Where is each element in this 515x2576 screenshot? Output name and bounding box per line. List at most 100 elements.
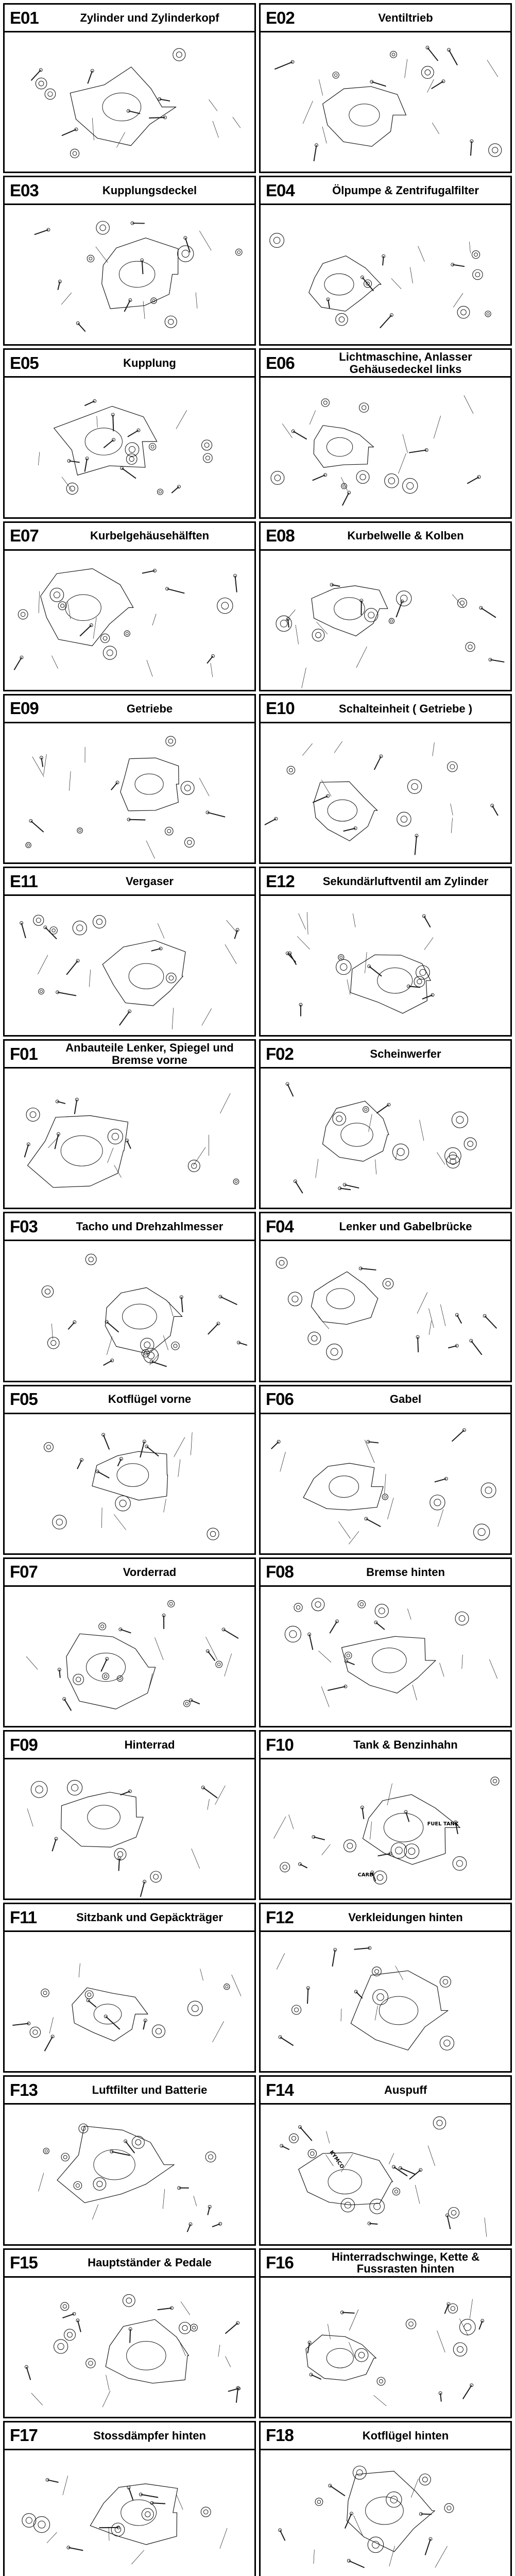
cell-code: F17 [10, 2426, 38, 2445]
exploded-parts-diagram [271, 1428, 496, 1545]
cell-code: E10 [266, 699, 295, 718]
cell-code: F10 [266, 1735, 294, 1754]
cell-title: Auspuff [384, 2083, 427, 2097]
cell-title: Hinterrad [124, 1738, 175, 1751]
cell-header: E06 Lichtmaschine, Anlasser Gehäusedeckel… [261, 350, 510, 378]
cell-code: E12 [266, 871, 295, 891]
exploded-parts-diagram [305, 2299, 485, 2406]
exploded-parts-diagram [264, 741, 499, 855]
exploded-parts-diagram [38, 399, 213, 496]
cell-diagram-area: KYMCO [261, 2105, 510, 2244]
cell-title: Kupplung [123, 357, 176, 370]
catalog-cell-E08[interactable]: E08 Kurbelwelle & Kolben [259, 521, 512, 691]
exploded-parts-diagram [284, 1598, 498, 1707]
exploded-parts-diagram [270, 395, 481, 506]
cell-diagram-area [261, 378, 510, 517]
cell-diagram-area [5, 205, 254, 345]
cell-header: E08 Kurbelwelle & Kolben [261, 523, 510, 551]
cell-code: F06 [266, 1389, 294, 1409]
cell-diagram-area [261, 205, 510, 345]
cell-diagram-area [5, 1414, 254, 1553]
exploded-parts-diagram [41, 1253, 248, 1367]
cell-diagram-area [5, 2277, 254, 2417]
cell-diagram-area [261, 1414, 510, 1553]
exploded-parts-diagram [276, 1946, 455, 2051]
exploded-parts-diagram [269, 233, 491, 329]
cell-title: Tacho und Drehzahlmesser [76, 1220, 224, 1233]
exploded-parts-diagram [24, 1093, 239, 1188]
exploded-parts-diagram [276, 583, 505, 688]
cell-code: E09 [10, 699, 39, 718]
cell-diagram-area [5, 2105, 254, 2244]
cell-diagram-area [261, 1241, 510, 1381]
cell-code: F08 [266, 1562, 294, 1582]
cell-title: Lichtmaschine, Anlasser Gehäusedeckel li… [339, 350, 472, 376]
cell-title: Luftfilter und Batterie [92, 2083, 208, 2097]
exploded-parts-diagram [25, 736, 226, 859]
exploded-parts-diagram [20, 914, 239, 1029]
cell-title: Vergaser [126, 874, 174, 888]
cell-code: E06 [266, 353, 295, 372]
catalog-cell-E06[interactable]: E06 Lichtmaschine, Anlasser Gehäusedeckel… [259, 348, 512, 519]
cell-title: Kotflügel hinten [362, 2429, 449, 2442]
cell-code: E02 [266, 8, 295, 27]
cell-code: F01 [10, 1044, 38, 1063]
cell-diagram-area [261, 896, 510, 1036]
cell-diagram-area [5, 1759, 254, 1899]
exploded-parts-diagram [274, 45, 502, 162]
cell-diagram-area [5, 2450, 254, 2576]
cell-title: Scheinwerfer [370, 1047, 441, 1060]
cell-title: Kurbelwelle & Kolben [347, 529, 464, 543]
cell-code: E08 [266, 526, 295, 546]
cell-code: E07 [10, 526, 39, 546]
cell-code: F07 [10, 1562, 38, 1582]
